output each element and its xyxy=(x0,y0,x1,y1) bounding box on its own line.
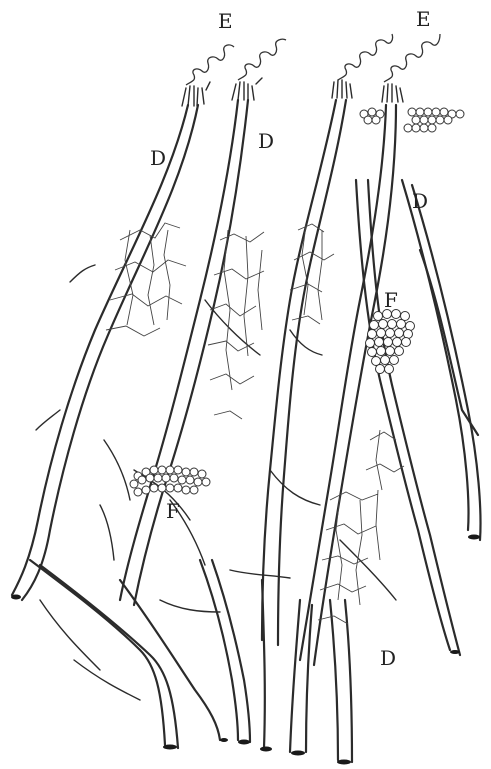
label-f-right: F xyxy=(384,288,398,312)
cell-cluster-top xyxy=(360,108,464,132)
label-d-top-mid: D xyxy=(258,129,274,153)
cell-cluster-right xyxy=(366,310,415,374)
label-e-left: E xyxy=(218,9,233,33)
label-e-right: E xyxy=(416,7,431,31)
label-d-right: D xyxy=(412,189,428,213)
cell-cluster-left xyxy=(130,466,210,496)
spiral-filaments xyxy=(182,34,440,106)
label-d-top-left: D xyxy=(150,146,166,170)
fiber-ends xyxy=(11,535,480,765)
cellular-mesh xyxy=(106,223,404,624)
fiber-strands xyxy=(12,100,481,762)
label-d-bottom: D xyxy=(380,646,396,670)
label-f-left: F xyxy=(166,499,180,523)
